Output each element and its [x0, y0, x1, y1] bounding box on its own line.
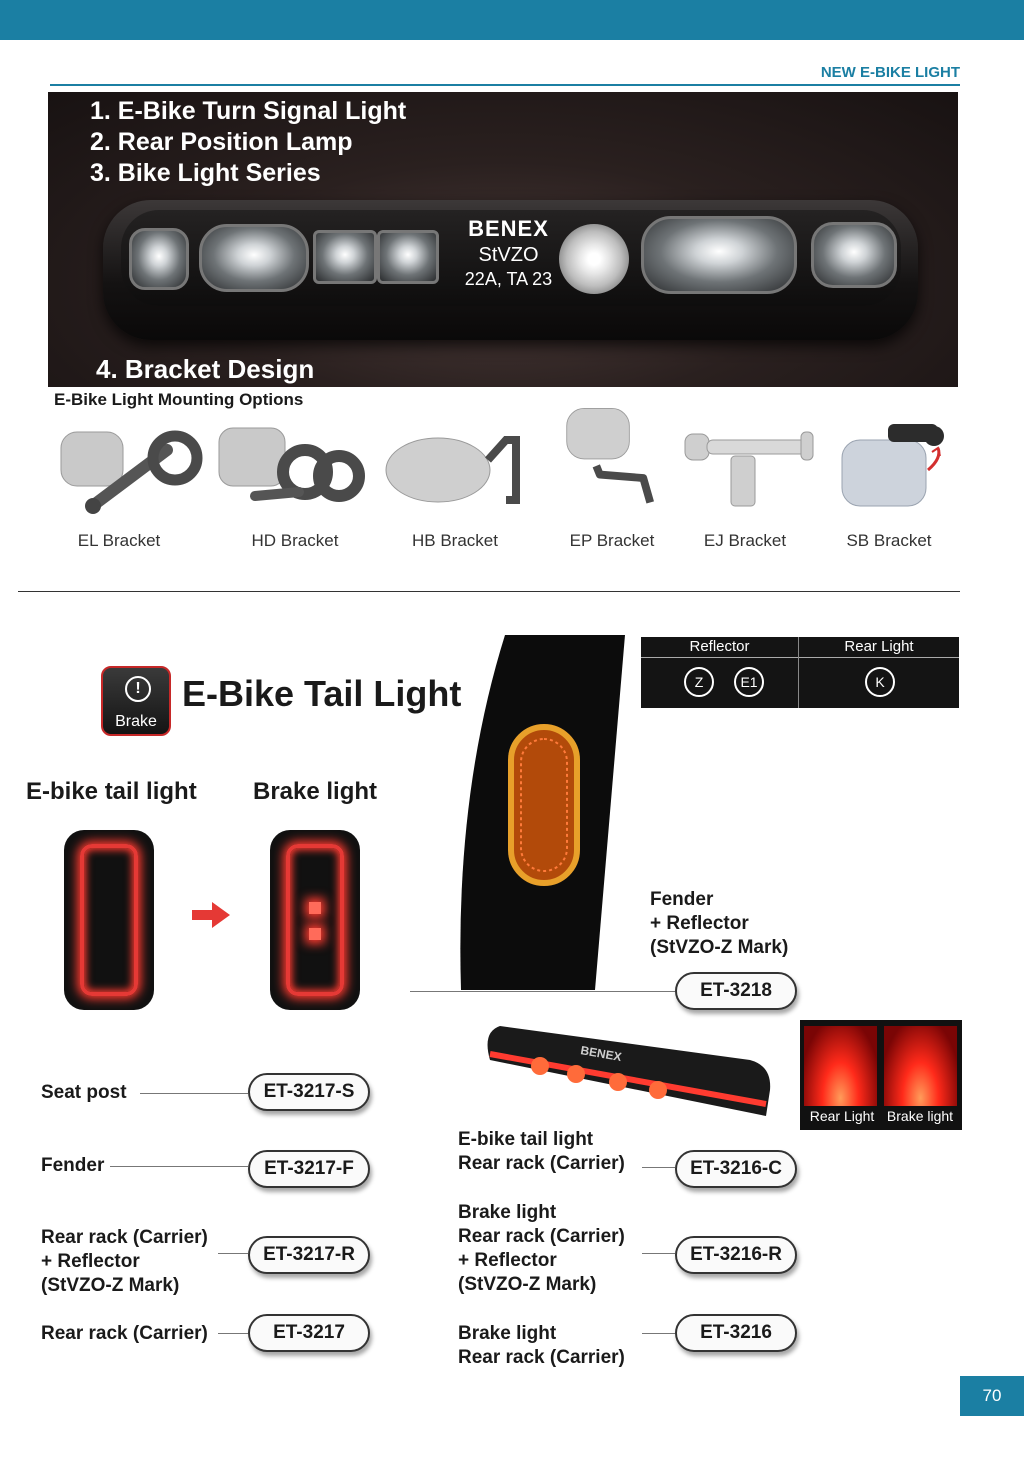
- rack-tail-light-label: E-bike tail light Rear rack (Carrier): [458, 1129, 625, 1174]
- seat-post-label: Seat post: [41, 1082, 127, 1103]
- brake-light-thumb: [884, 1026, 957, 1106]
- leader-line: [218, 1253, 248, 1254]
- brake-light-ring: [286, 844, 344, 996]
- hero-item-4: 4. Bracket Design: [96, 354, 315, 384]
- lens-4: [377, 230, 439, 284]
- model-badge-et-3217-s: ET-3217-S: [248, 1073, 370, 1111]
- tail-light-image: [64, 830, 154, 1010]
- certification-table: Reflector Rear Light Z E1 K: [641, 637, 959, 708]
- lamp-code: 22A, TA 23: [464, 269, 553, 289]
- bracket-label-el: EL Bracket: [77, 531, 161, 550]
- rack-brake-label: Brake light Rear rack (Carrier): [458, 1323, 625, 1368]
- sb-bracket-image: [841, 424, 944, 507]
- reflector-header: Reflector: [641, 637, 798, 658]
- warning-icon: !: [125, 676, 151, 702]
- e1-mark-icon: E1: [734, 667, 764, 697]
- tail-light-title: E-Bike Tail Light: [182, 673, 462, 714]
- brake-badge: ! Brake: [101, 666, 171, 736]
- light-mode-comparison: Rear Light Brake light: [800, 1020, 962, 1130]
- leader-line: [110, 1166, 248, 1167]
- leader-line: [642, 1333, 675, 1334]
- hb-bracket-image: [385, 436, 520, 504]
- rear-light-header: Rear Light: [799, 637, 959, 658]
- rear-rack-label: Rear rack (Carrier): [41, 1323, 208, 1344]
- leader-line: [140, 1093, 248, 1094]
- hero-feature-list: 1. E-Bike Turn Signal Light 2. Rear Posi…: [90, 96, 406, 189]
- brake-light-heading: Brake light: [253, 778, 378, 805]
- rear-light-caption: Rear Light: [809, 1108, 875, 1124]
- ep-bracket-image: [566, 408, 654, 504]
- hd-bracket-image: [218, 427, 365, 502]
- rack-brake-reflector-label: Brake light Rear rack (Carrier) + Reflec…: [458, 1202, 625, 1295]
- el-bracket-image: [60, 430, 203, 514]
- fender-reflector-image: [460, 635, 625, 990]
- leader-line: [642, 1167, 675, 1168]
- leader-line: [642, 1253, 675, 1254]
- model-badge-et-3217-r: ET-3217-R: [248, 1236, 370, 1274]
- rear-rack-light-image: BENEX: [487, 1026, 771, 1116]
- bracket-label-sb: SB Bracket: [846, 531, 932, 550]
- model-badge-et-3218: ET-3218: [675, 972, 797, 1010]
- tail-light-ring: [80, 844, 138, 996]
- round-led-lens: [559, 224, 629, 294]
- bracket-label-hb: HB Bracket: [412, 531, 498, 550]
- page-number: 70: [960, 1376, 1024, 1416]
- leader-line: [218, 1333, 248, 1334]
- k-mark-icon: K: [865, 667, 895, 697]
- lamp-branding: BENEX StVZO 22A, TA 23: [461, 216, 556, 290]
- cert-divider: [798, 637, 799, 708]
- mounting-title: E-Bike Light Mounting Options: [54, 390, 304, 409]
- lamp-brand: BENEX: [468, 216, 549, 241]
- ej-bracket-image: [684, 431, 814, 507]
- model-badge-et-3216-c: ET-3216-C: [675, 1150, 797, 1188]
- lens-2: [199, 224, 309, 292]
- model-badge-et-3217-f: ET-3217-F: [248, 1150, 370, 1188]
- front-lamp-image: BENEX StVZO 22A, TA 23: [103, 200, 918, 340]
- bracket-label-ej: EJ Bracket: [703, 531, 787, 550]
- brake-badge-label: Brake: [115, 713, 157, 730]
- brake-light-image: [270, 830, 360, 1010]
- section-label: NEW E-BIKE LIGHT: [820, 64, 960, 81]
- rear-light-thumb: [804, 1026, 877, 1106]
- brake-led-1: [309, 902, 321, 914]
- fender-product-label: Fender + Reflector (StVZO-Z Mark): [650, 889, 789, 958]
- brake-light-caption: Brake light: [886, 1108, 954, 1124]
- arrow-right-icon: [192, 902, 230, 928]
- z-mark-icon: Z: [684, 667, 714, 697]
- leader-line: [410, 991, 675, 992]
- rear-rack-reflector-label: Rear rack (Carrier) + Reflector (StVZO-Z…: [41, 1227, 208, 1296]
- bracket-label-ep: EP Bracket: [569, 531, 655, 550]
- hero-banner: 1. E-Bike Turn Signal Light 2. Rear Posi…: [48, 92, 958, 387]
- section-rule: [50, 84, 960, 86]
- lamp-standard: StVZO: [478, 244, 539, 266]
- bracket-label-hd: HD Bracket: [251, 531, 339, 550]
- lens-6: [811, 222, 897, 288]
- tail-light-heading: E-bike tail light: [26, 778, 197, 805]
- hero-item-3: 3. Bike Light Series: [90, 159, 321, 187]
- model-badge-et-3216-r: ET-3216-R: [675, 1236, 797, 1274]
- hero-item-2: 2. Rear Position Lamp: [90, 128, 353, 156]
- top-banner: [0, 0, 1024, 40]
- model-badge-et-3216: ET-3216: [675, 1314, 797, 1352]
- lens-1: [129, 228, 189, 290]
- lamp-housing: BENEX StVZO 22A, TA 23: [121, 210, 901, 306]
- model-badge-et-3217: ET-3217: [248, 1314, 370, 1352]
- lens-3: [313, 230, 377, 284]
- fender-label: Fender: [41, 1155, 105, 1176]
- lens-5: [641, 216, 797, 294]
- hero-item-1: 1. E-Bike Turn Signal Light: [90, 97, 407, 125]
- section-divider: [18, 591, 960, 592]
- brake-led-2: [309, 928, 321, 940]
